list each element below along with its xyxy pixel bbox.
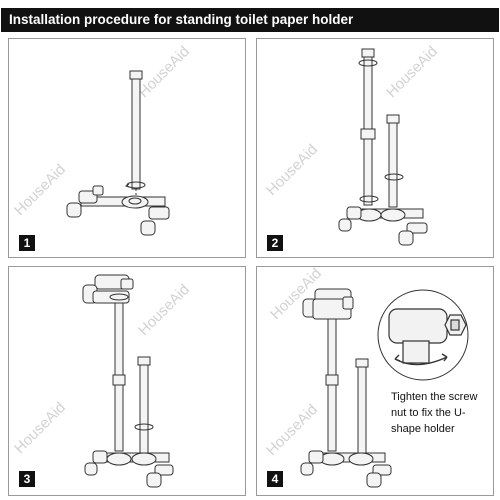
instruction-text: Tighten the screw nut to fix the U-shape… bbox=[391, 391, 478, 435]
step-1-illustration bbox=[66, 70, 170, 236]
step-number-badge: 1 bbox=[19, 235, 35, 251]
step-4-illustration bbox=[300, 288, 469, 488]
step-2-illustration bbox=[338, 48, 428, 246]
step-number-badge: 3 bbox=[19, 471, 35, 487]
step-1-panel: HouseAid HouseAid 1 bbox=[8, 38, 246, 258]
title-bar: Installation procedure for standing toil… bbox=[1, 8, 499, 32]
step-3-panel: HouseAid HouseAid 3 bbox=[8, 266, 246, 496]
step-number-badge: 2 bbox=[267, 235, 283, 251]
step-3-illustration bbox=[82, 274, 174, 488]
step-2-panel: HouseAid HouseAid 2 bbox=[256, 38, 494, 258]
step-4-panel: HouseAid HouseAid bbox=[256, 266, 494, 496]
step-number-badge: 4 bbox=[267, 471, 283, 487]
page-title: Installation procedure for standing toil… bbox=[9, 12, 354, 27]
